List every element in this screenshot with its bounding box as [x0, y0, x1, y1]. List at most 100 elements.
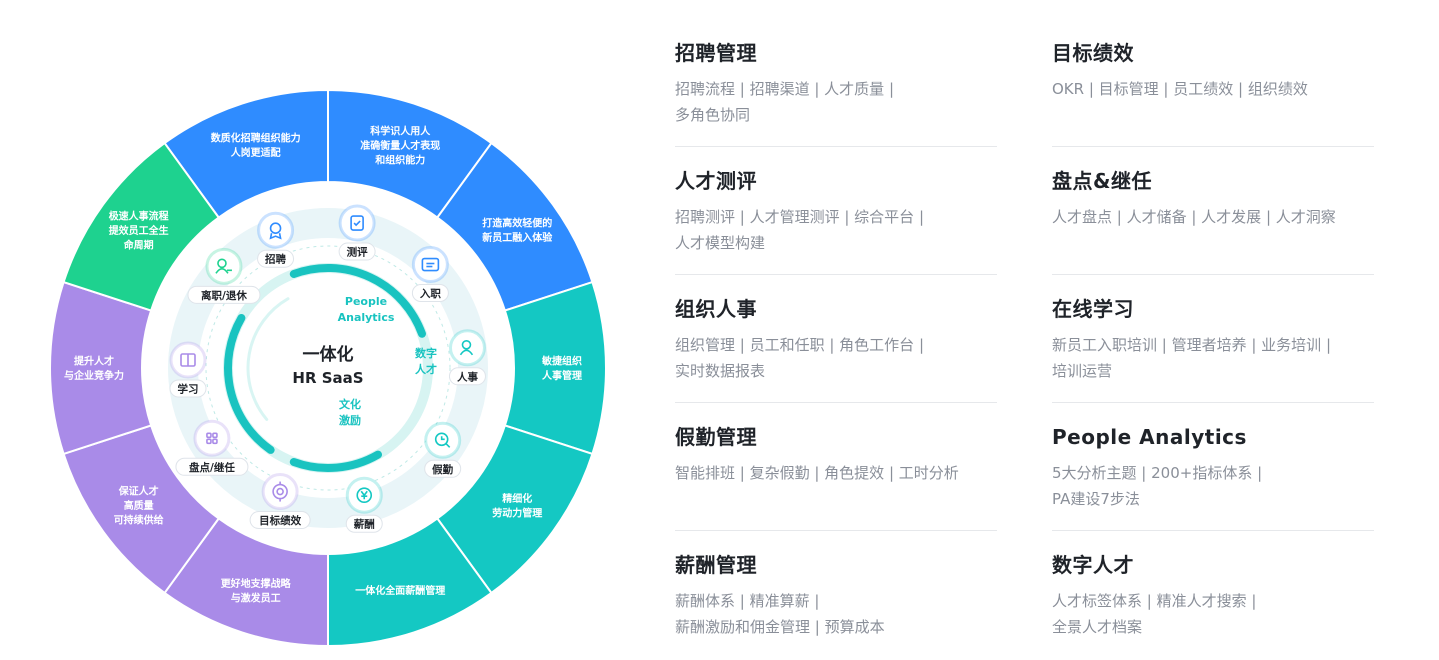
outer-segment-labels: 数质化招聘组织能力人岗更适配 科学识人用人准确衡量人才表现和组织能力打造高效轻便的… [64, 124, 582, 604]
module-icon-bg [424, 421, 462, 459]
module-label-pill [169, 379, 207, 398]
core-ring-arc [289, 264, 426, 338]
module-label: 测评 [347, 246, 368, 259]
module-label: 学习 [178, 383, 199, 396]
feature-item[interactable]: 假勤管理智能排班 | 复杂假勤 | 角色提效 | 工时分析 [675, 422, 997, 532]
feature-description: 招聘测评 | 人才管理测评 | 综合平台 | 人才模型构建 [675, 208, 925, 252]
core-ring-label: 文化激励 [339, 397, 361, 427]
feature-title: 盘点&继任 [1052, 169, 1152, 193]
feature-description: 人才标签体系 | 精准人才搜索 | 全景人才档案 [1052, 592, 1257, 636]
core-ring [223, 263, 433, 473]
feature-item[interactable]: 目标绩效 OKR | 目标管理 | 员工绩效 | 组织绩效 [1052, 38, 1374, 148]
person-exit-icon [215, 258, 232, 274]
module-node[interactable]: 盘点/继任 [175, 419, 249, 476]
feature-title: 数字人才 [1052, 553, 1134, 577]
module-label-pill [175, 457, 249, 476]
feature-item[interactable]: 人才测评招聘测评 | 人才管理测评 | 综合平台 | 人才模型构建 [675, 166, 997, 276]
feature-item[interactable]: 薪酬管理薪酬体系 | 精准算薪 | 薪酬激励和佣金管理 | 预算成本 [675, 550, 997, 660]
module-node[interactable]: 假勤 [424, 421, 462, 478]
feature-description: 新员工入职培训 | 管理者培养 | 业务培训 | 培训运营 [1052, 336, 1332, 380]
module-node[interactable]: 招聘 [257, 211, 295, 268]
feature-title: 组织人事 [675, 297, 757, 321]
feature-item[interactable]: 招聘管理招聘流程 | 招聘渠道 | 人才质量 | 多角色协同 [675, 38, 997, 148]
module-label: 人事 [457, 370, 478, 383]
module-label-pill [411, 284, 449, 303]
clock-search-icon [434, 432, 451, 448]
feature-description: 招聘流程 | 招聘渠道 | 人才质量 | 多角色协同 [675, 80, 895, 124]
module-node[interactable]: 入职 [411, 246, 449, 303]
id-card-icon [421, 257, 440, 272]
feature-item[interactable]: 盘点&继任人才盘点 | 人才储备 | 人才发展 | 人才洞察 [1052, 166, 1374, 276]
module-icon-bg [261, 473, 299, 511]
outer-segment-label: 敏捷组织人事管理 [541, 354, 582, 382]
outer-segment-label: 数质化招聘组织能力人岗更适配 [211, 132, 301, 160]
module-label-pill [345, 514, 383, 533]
outer-segment-label: 更好地支撑战略与激发员工 [221, 577, 292, 605]
module-node[interactable]: 目标绩效 [249, 473, 311, 530]
feature-divider [675, 274, 997, 275]
module-label: 假勤 [432, 463, 453, 476]
feature-description: 智能排班 | 复杂假勤 | 角色提效 | 工时分析 [675, 464, 959, 482]
clipboard-check-icon [350, 215, 364, 231]
feature-description: 5大分析主题 | 200+指标体系 | PA建设7步法 [1052, 464, 1263, 508]
feature-divider [1052, 146, 1374, 147]
module-label-pill [424, 459, 462, 478]
target-icon [272, 481, 288, 502]
feature-item[interactable]: People Analytics 5大分析主题 | 200+指标体系 | PA建设… [1052, 422, 1374, 532]
module-label: 目标绩效 [259, 514, 301, 527]
outer-segments [49, 88, 607, 648]
core-ring-arc [246, 297, 290, 421]
feature-divider [1052, 402, 1374, 403]
module-node[interactable]: 人事 [448, 329, 486, 386]
module-node[interactable]: 测评 [338, 204, 376, 261]
outer-segment-label: 科学识人用人准确衡量人才表现和组织能力 [360, 124, 440, 166]
feature-description: OKR | 目标管理 | 员工绩效 | 组织绩效 [1052, 80, 1308, 98]
core-ring-arc [289, 450, 382, 472]
inner-dashed-ring [205, 245, 451, 491]
hr-saas-wheel-diagram: 数质化招聘组织能力人岗更适配 科学识人用人准确衡量人才表现和组织能力打造高效轻便的… [49, 88, 607, 648]
feature-title: 目标绩效 [1052, 41, 1134, 65]
feature-item[interactable]: 组织人事组织管理 | 员工和任职 | 角色工作台 | 实时数据报表 [675, 294, 997, 404]
feature-title: 薪酬管理 [675, 553, 757, 577]
module-icon-bg [411, 246, 449, 284]
grid-icon [206, 432, 218, 445]
module-node[interactable]: 薪酬 [345, 476, 383, 533]
module-label-pill [187, 285, 261, 304]
outer-segment-label: 一体化全面薪酬管理 [355, 584, 445, 597]
module-label-pill [249, 511, 311, 530]
feature-divider [675, 146, 997, 147]
outer-segment [503, 280, 607, 456]
feature-title: People Analytics [1052, 425, 1247, 449]
person-icon [459, 339, 474, 356]
feature-title: 在线学习 [1052, 297, 1134, 321]
outer-segment [49, 280, 153, 456]
module-node[interactable]: 学习 [169, 341, 207, 398]
module-label: 盘点/继任 [189, 461, 235, 474]
module-label: 入职 [420, 288, 441, 300]
module-label: 离职/退休 [201, 289, 247, 302]
feature-description: 组织管理 | 员工和任职 | 角色工作台 | 实时数据报表 [675, 336, 925, 380]
outer-segment-label: 提升人才与企业竞争力 [64, 354, 124, 382]
outer-segment [62, 141, 221, 312]
outer-segment-label: 精细化劳动力管理 [492, 492, 542, 520]
feature-description: 人才盘点 | 人才储备 | 人才发展 | 人才洞察 [1052, 208, 1336, 226]
module-label: 薪酬 [354, 518, 375, 531]
module-label-pill [448, 367, 486, 386]
module-label-pill [257, 249, 295, 268]
feature-divider [675, 402, 997, 403]
outer-segment-label: 打造高效轻便的新员工融入体验 [482, 217, 553, 245]
module-icon-bg [257, 211, 295, 249]
outer-segment-label: 极速人事流程提效员工全生命周期 [109, 209, 169, 251]
outer-segment-label: 保证人才高质量可持续供给 [114, 485, 164, 527]
module-node[interactable]: 离职/退休 [187, 247, 261, 304]
feature-item[interactable]: 数字人才人才标签体系 | 精准人才搜索 | 全景人才档案 [1052, 550, 1374, 660]
module-icon-bg [193, 419, 231, 457]
module-label: 招聘 [265, 253, 286, 266]
module-label-pill [338, 242, 376, 261]
feature-item[interactable]: 在线学习新员工入职培训 | 管理者培养 | 业务培训 | 培训运营 [1052, 294, 1374, 404]
center-title: 一体化 [303, 344, 354, 365]
feature-divider [1052, 530, 1374, 531]
